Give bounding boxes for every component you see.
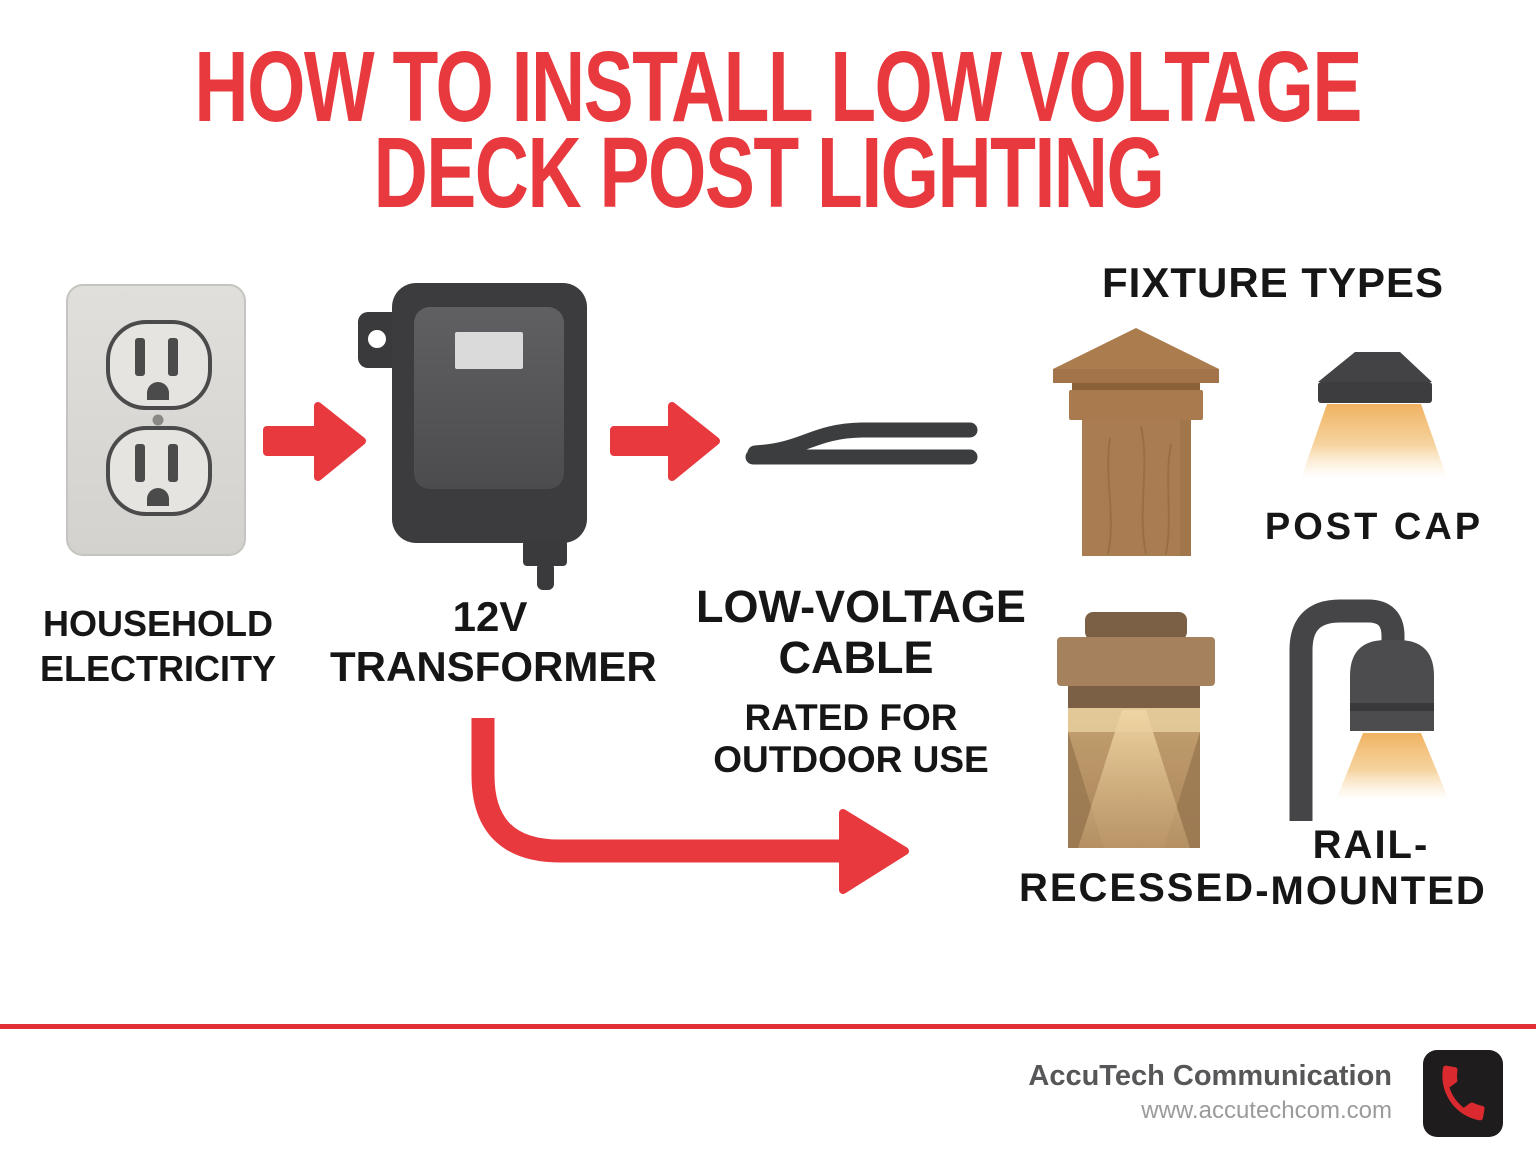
transformer-label-sticker bbox=[455, 332, 523, 369]
post-cap-light-illustration bbox=[1301, 352, 1447, 478]
ground-hole-bottom bbox=[147, 488, 169, 506]
outlet-label: HOUSEHOLD ELECTRICITY bbox=[39, 603, 276, 689]
fixture-types-heading: FIXTURE TYPES bbox=[1102, 259, 1445, 306]
arrow-elbow-icon bbox=[471, 718, 909, 894]
power-outlet-icon bbox=[66, 284, 246, 556]
recessed-light-illustration bbox=[1057, 612, 1215, 848]
page-title-line1: HOW TO INSTALL LOW VOLTAGE bbox=[194, 31, 1362, 143]
recessed-label: RECESSED bbox=[1018, 866, 1256, 910]
transformer-icon bbox=[358, 283, 587, 590]
wood-grain-lines bbox=[1107, 425, 1172, 555]
footer-company-name: AccuTech Communication bbox=[1028, 1060, 1392, 1092]
ground-hole-top bbox=[147, 382, 169, 400]
phone-icon bbox=[1442, 1065, 1485, 1121]
post-cap-label: POST CAP bbox=[1264, 506, 1484, 548]
rail-mounted-light-illustration bbox=[1289, 599, 1449, 821]
arrow-right-icon-2 bbox=[610, 402, 720, 481]
phone-badge bbox=[1423, 1050, 1503, 1137]
page-title: HOW TO INSTALL LOW VOLTAGE DECK POST LIG… bbox=[0, 31, 1536, 229]
light-beam bbox=[1301, 404, 1447, 478]
wood-post-cap-illustration bbox=[1053, 328, 1219, 556]
cable-note: RATED FOR OUTDOOR USE bbox=[713, 697, 989, 780]
light-beam bbox=[1078, 710, 1190, 848]
page-title-line2: DECK POST LIGHTING bbox=[373, 117, 1164, 229]
cable-icon bbox=[745, 422, 978, 465]
transformer-label: 12V TRANSFORMER bbox=[330, 593, 657, 690]
arrow-right-icon-1 bbox=[263, 402, 366, 481]
light-beam bbox=[1336, 733, 1449, 800]
cable-label: LOW-VOLTAGE CABLE bbox=[696, 581, 1026, 683]
footer-website: www.accutechcom.com bbox=[1141, 1097, 1392, 1124]
rail-mounted-label: RAIL- -MOUNTED bbox=[1255, 823, 1487, 913]
footer-divider bbox=[0, 1024, 1536, 1029]
